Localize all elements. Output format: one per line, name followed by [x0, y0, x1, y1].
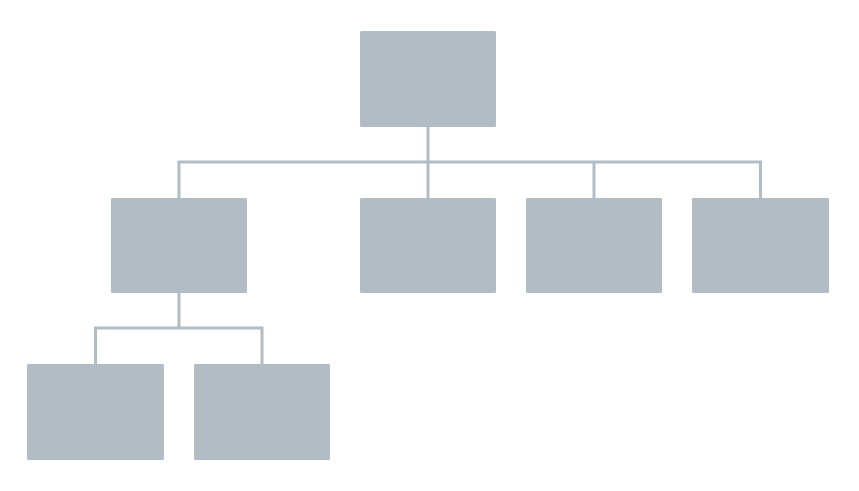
org-node-child-4: [692, 198, 829, 293]
org-node-box: [526, 198, 662, 293]
org-node-root: [360, 31, 496, 127]
org-node-child-1: [111, 198, 247, 293]
connector-lines: [94, 125, 762, 366]
org-node-box: [194, 364, 330, 460]
org-node-box: [111, 198, 247, 293]
org-node-child-3: [526, 198, 662, 293]
org-node-box: [360, 198, 496, 293]
org-node-grandchild-1: [27, 364, 164, 460]
org-nodes: [27, 31, 829, 460]
org-node-box: [360, 31, 496, 127]
org-node-box: [692, 198, 829, 293]
org-node-grandchild-2: [194, 364, 330, 460]
org-node-child-2: [360, 198, 496, 293]
org-node-box: [27, 364, 164, 460]
